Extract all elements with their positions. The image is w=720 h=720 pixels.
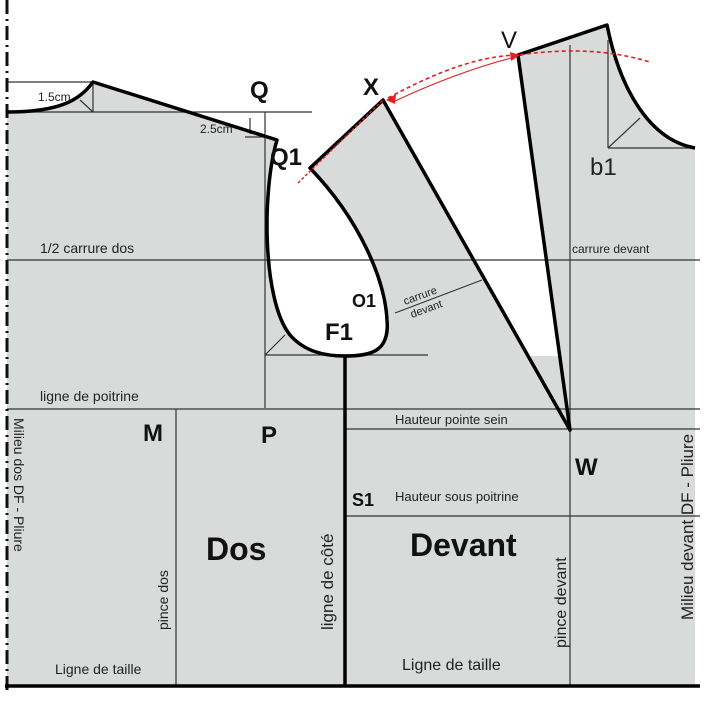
label-front-center: Milieu devant DF - Pliure (678, 434, 697, 620)
label-side-line: ligne de côté (318, 534, 337, 630)
construction-lines (7, 40, 700, 686)
point-w: W (575, 454, 598, 481)
label-front-dart: pince devant (553, 557, 570, 648)
label-chest-line: ligne de poitrine (40, 388, 139, 404)
point-f1: F1 (325, 319, 353, 346)
label-waist-line-back: Ligne de taille (55, 661, 142, 677)
measure-1-5cm: 1.5cm (38, 90, 71, 104)
point-s1: S1 (352, 490, 374, 510)
measure-2-5cm: 2.5cm (200, 122, 233, 136)
arrow-head-icon (386, 94, 396, 104)
point-b1: b1 (590, 154, 617, 181)
point-o1: O1 (352, 291, 376, 311)
label-back: Dos (206, 531, 266, 567)
pattern-outlines (5, 23, 700, 688)
point-m: M (143, 420, 163, 447)
rotation-arc-arrow (394, 56, 516, 102)
label-waist-line-front: Ligne de taille (402, 657, 501, 674)
rotation-arc (387, 50, 651, 99)
arrow-head-icon (510, 52, 520, 61)
label-half-back-width: 1/2 carrure dos (40, 240, 134, 256)
point-p: P (261, 422, 277, 449)
label-back-dart: pince dos (155, 570, 171, 630)
label-front: Devant (410, 527, 517, 563)
label-under-bust-height: Hauteur sous poitrine (395, 489, 519, 504)
point-q: Q (250, 77, 269, 104)
label-front-width: carrure devant (572, 242, 650, 256)
point-x: X (363, 74, 379, 101)
label-back-center: Milieu dos DF - Pliure (11, 418, 27, 552)
label-bust-point-height: Hauteur pointe sein (395, 412, 508, 427)
underarm-fill (7, 356, 695, 686)
point-q1: Q1 (270, 144, 302, 171)
point-v: V (501, 27, 517, 54)
